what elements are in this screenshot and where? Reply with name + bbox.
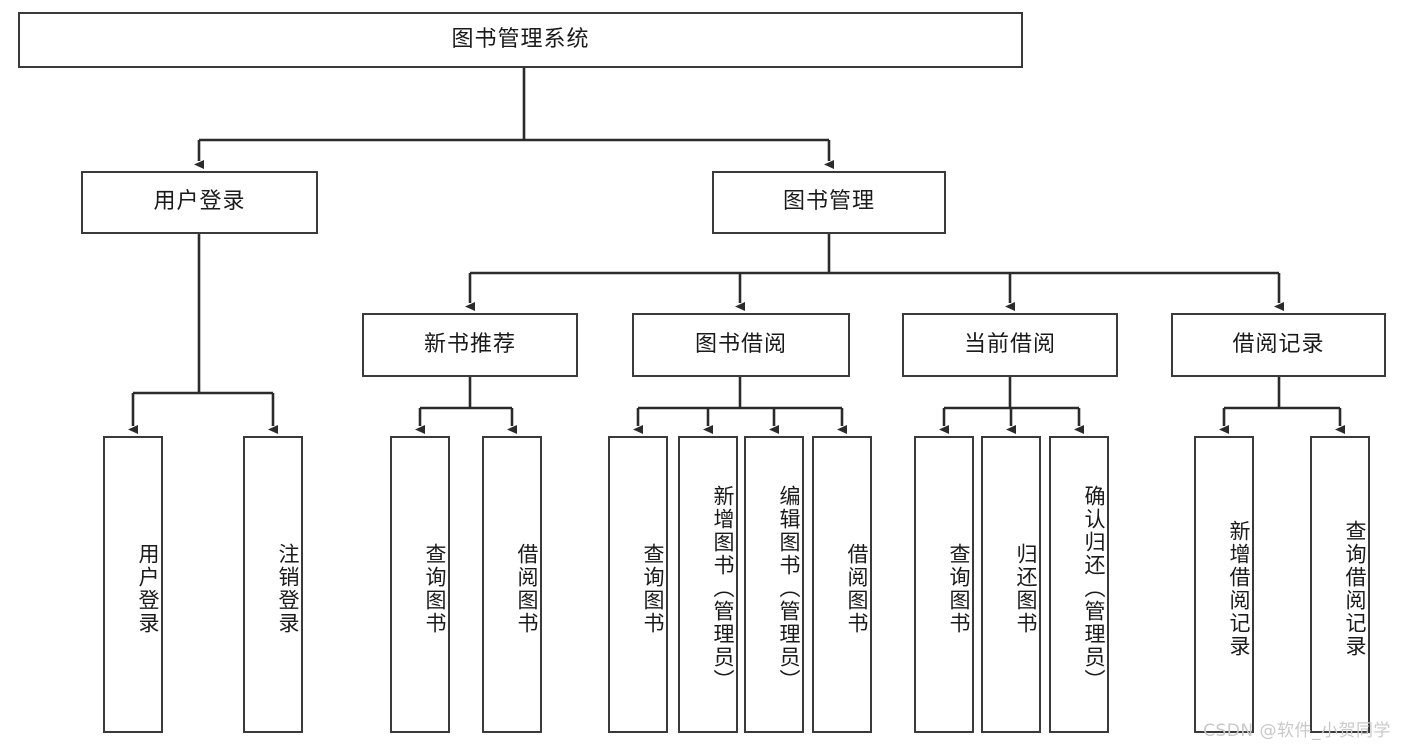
leaf-record-add-record[interactable]: 新增借阅记录 bbox=[1194, 436, 1254, 733]
node-label: 查询图书 bbox=[641, 542, 665, 635]
node-label: 借阅图书 bbox=[515, 542, 539, 635]
leaf-record-query-record[interactable]: 查询借阅记录 bbox=[1310, 436, 1370, 733]
node-label: 新书推荐 bbox=[423, 331, 516, 357]
leaf-borrow-borrow-book[interactable]: 借阅图书 bbox=[812, 436, 872, 733]
node-current-borrow[interactable]: 当前借阅 bbox=[902, 313, 1118, 377]
node-label: 注销登录 bbox=[276, 542, 300, 635]
watermark: CSDN @软件_小贺同学 bbox=[1203, 721, 1391, 741]
node-new-book-recommend[interactable]: 新书推荐 bbox=[362, 313, 578, 377]
leaf-user-login[interactable]: 用户登录 bbox=[103, 436, 163, 733]
leaf-recommend-borrow-book[interactable]: 借阅图书 bbox=[482, 436, 542, 733]
node-label: 用户登录 bbox=[136, 542, 160, 635]
node-borrow-record[interactable]: 借阅记录 bbox=[1171, 313, 1386, 377]
node-label: 查询借阅记录 bbox=[1343, 519, 1367, 658]
leaf-current-return-book[interactable]: 归还图书 bbox=[981, 436, 1041, 733]
node-book-management[interactable]: 图书管理 bbox=[712, 171, 946, 234]
node-label: 编辑图书（管理员） bbox=[777, 485, 801, 692]
node-label: 借阅图书 bbox=[845, 542, 869, 635]
node-user-login[interactable]: 用户登录 bbox=[81, 171, 318, 234]
node-label: 确认归还（管理员） bbox=[1082, 485, 1106, 692]
node-label: 查询图书 bbox=[947, 542, 971, 635]
leaf-user-logout[interactable]: 注销登录 bbox=[243, 436, 303, 733]
leaf-borrow-add-book-admin[interactable]: 新增图书（管理员） bbox=[678, 436, 738, 733]
node-label: 图书借阅 bbox=[694, 331, 787, 357]
node-label: 借阅记录 bbox=[1232, 331, 1325, 357]
node-label: 查询图书 bbox=[423, 542, 447, 635]
node-label: 新增图书（管理员） bbox=[711, 485, 735, 692]
node-label: 图书管理系统 bbox=[451, 26, 590, 52]
node-label: 归还图书 bbox=[1014, 542, 1038, 635]
node-root-system[interactable]: 图书管理系统 bbox=[18, 12, 1023, 68]
node-book-borrow[interactable]: 图书借阅 bbox=[632, 313, 850, 377]
node-label: 当前借阅 bbox=[963, 331, 1056, 357]
node-label: 图书管理 bbox=[782, 189, 875, 215]
leaf-borrow-query-book[interactable]: 查询图书 bbox=[608, 436, 668, 733]
leaf-borrow-edit-book-admin[interactable]: 编辑图书（管理员） bbox=[744, 436, 804, 733]
leaf-current-query-book[interactable]: 查询图书 bbox=[914, 436, 974, 733]
node-label: 用户登录 bbox=[153, 189, 246, 215]
leaf-recommend-query-book[interactable]: 查询图书 bbox=[390, 436, 450, 733]
node-label: 新增借阅记录 bbox=[1227, 519, 1251, 658]
leaf-current-confirm-return-admin[interactable]: 确认归还（管理员） bbox=[1049, 436, 1109, 733]
